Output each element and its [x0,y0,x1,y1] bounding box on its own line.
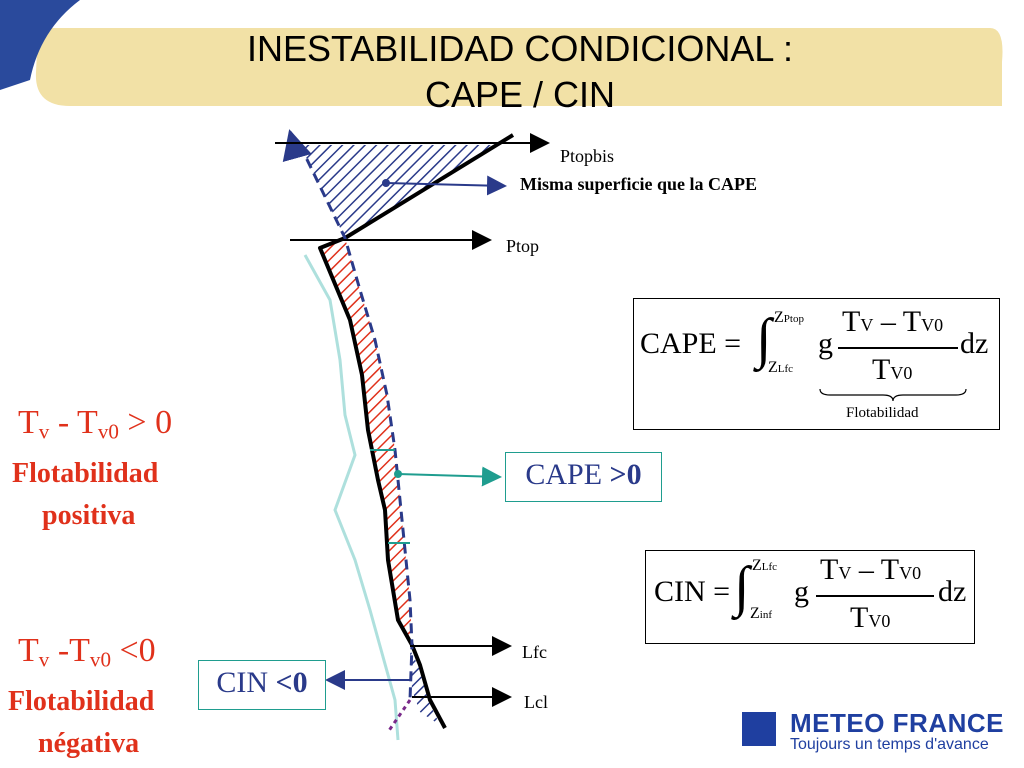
negative-buoyancy-label-2: négativa [38,728,140,759]
level-label-lcl: Lcl [524,692,548,712]
cin-denominator: TV0 [850,601,891,634]
cin-numerator: TV – TV0 [820,553,922,586]
cin-formula-box: CIN = ∫ ZLfc Zinf g TV – TV0 TV0 dz [645,550,975,644]
logo-tagline: Toujours un temps d'avance [790,736,989,753]
cape-differential: dz [960,327,989,360]
positive-buoyancy-expression: Tv - Tv0 > 0 [18,404,173,444]
cape-gravity: g [818,327,833,360]
cape-numerator: TV – TV0 [842,305,944,338]
environment-light-curve [303,254,400,741]
cin-gravity: g [794,575,809,608]
cape-hatched-area [320,238,412,645]
level-label-lfc: Lfc [522,642,547,662]
slide-title-line-2: CAPE / CIN [424,74,616,115]
cape-formula-box: CAPE = ∫ ZPtop ZLfc g TV – TV0 TV0 dz Fl… [633,298,1000,430]
positive-buoyancy-label-1: Flotabilidad [12,458,159,489]
cape-arrow [397,466,502,487]
cape-formula-lhs: CAPE = [640,327,742,360]
parcel-top-arrow [282,129,312,163]
cape-integral-sign: ∫ [756,308,772,370]
positive-buoyancy-label-2: positiva [42,500,136,531]
cape-denominator: TV0 [872,353,913,386]
cin-differential: dz [938,575,967,608]
cape-brace-label: Flotabilidad [846,405,919,421]
level-label-ptop: Ptop [506,236,540,256]
cape-upper-limit: ZPtop [774,309,804,326]
cin-integral-sign: ∫ [734,556,750,618]
cin-formula-lhs: CIN = [654,575,731,608]
negative-buoyancy-expression: Tv -Tv0 <0 [18,632,156,672]
negative-buoyancy-label-1: Flotabilidad [8,686,155,717]
dry-adiabat [386,699,412,733]
parcel-curve [288,131,414,701]
level-label-ptopbis: Ptopbis [560,146,615,166]
annotation-text: Misma superficie que la CAPE [520,174,757,194]
cin-box: CIN <0 [198,660,326,710]
cape-lower-limit: ZLfc [768,359,794,376]
cape-underbrace [819,388,967,402]
cin-lower-limit: Zinf [750,605,773,622]
cape-fraction-bar [838,347,958,349]
annotation-arrow [385,175,507,196]
logo-name: METEO FRANCE [790,708,1004,738]
corner-decoration [0,0,80,90]
environment-curve [318,133,515,729]
cin-hatched-area [410,650,440,725]
meteo-france-logo-icon [742,712,776,746]
upper-hatched-area [300,145,500,238]
cin-upper-limit: ZLfc [752,557,778,574]
title-banner [35,25,1003,106]
cape-box: CAPE >0 [505,452,662,502]
cin-fraction-bar [816,595,934,597]
slide-title-line-1: INESTABILIDAD CONDICIONAL : [246,28,794,69]
